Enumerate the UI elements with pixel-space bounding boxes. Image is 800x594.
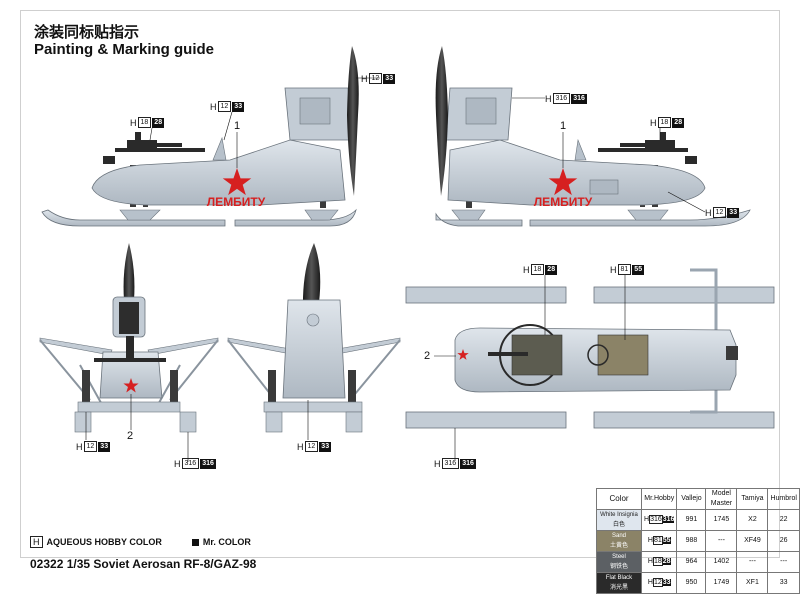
propeller-right	[435, 46, 448, 196]
title-chinese: 涂装同标贴指示	[34, 23, 140, 41]
ski-front-right	[529, 209, 751, 227]
color-table: Color Mr.Hobby Vallejo Model Master Tami…	[596, 488, 800, 594]
machine-gun-right	[598, 132, 697, 164]
front-view	[39, 243, 219, 462]
title-english: Painting & Marking guide	[34, 41, 215, 58]
decal-number-right: 1	[560, 120, 567, 132]
ski-rear-left	[234, 208, 357, 227]
decal-number-front: 2	[127, 430, 134, 442]
hull-left	[91, 139, 346, 206]
ski-front-left	[41, 209, 226, 227]
footer-product-title: 02322 1/35 Soviet Aerosan RF-8/GAZ-98	[30, 557, 257, 571]
color-table-header: Color Mr.Hobby Vallejo Model Master Tami…	[596, 488, 800, 510]
hull-right	[447, 139, 706, 206]
side-view-left: ЛЕМБИТУ	[41, 46, 380, 227]
col-header-mrhobby: Mr.Hobby	[640, 488, 678, 510]
top-view	[405, 268, 775, 460]
propeller-left	[347, 46, 359, 196]
col-header-vallejo: Vallejo	[676, 488, 707, 510]
drawings-canvas: ЛЕМБИТУ ЛЕМБИТУ	[39, 46, 775, 462]
ski-rear-right	[435, 212, 523, 227]
col-header-model-master: Model Master	[705, 488, 738, 510]
decal-number-left: 1	[234, 120, 241, 132]
mr-color-marker	[191, 538, 199, 546]
col-header-color: Color	[596, 488, 642, 510]
col-header-humbrol: Humbrol	[767, 488, 800, 510]
col-header-tamiya: Tamiya	[736, 488, 769, 510]
page-frame	[20, 10, 780, 558]
decal-number-top: 2	[424, 350, 431, 362]
aqueous-marker: H	[30, 536, 43, 548]
side-view-right: ЛЕМБИТУ	[435, 46, 751, 227]
marking-text-right: ЛЕМБИТУ	[534, 195, 593, 209]
rear-view	[227, 243, 401, 440]
marking-text-left: ЛЕМБИТУ	[207, 195, 266, 209]
mr-color-label: Mr. COLOR	[202, 537, 251, 547]
machine-gun-left	[103, 132, 205, 164]
aqueous-label: AQUEOUS HOBBY COLOR	[46, 537, 162, 547]
legend: H AQUEOUS HOBBY COLOR Mr. COLOR	[30, 536, 251, 548]
